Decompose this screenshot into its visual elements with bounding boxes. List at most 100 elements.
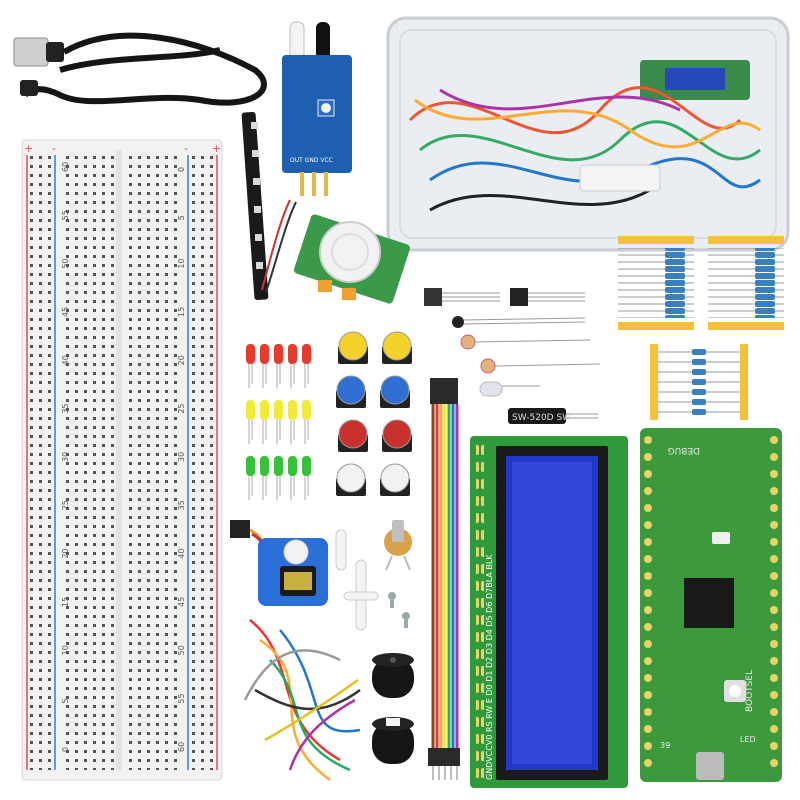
pico-pad [644, 504, 652, 512]
pico-pad [770, 742, 778, 750]
pico-pad [644, 538, 652, 546]
pico-pad [770, 555, 778, 563]
pico-pad [644, 589, 652, 597]
row-number-left: 45 [61, 307, 70, 317]
row-number-right: 55 [177, 693, 186, 703]
led [288, 456, 297, 476]
led [246, 456, 255, 476]
pico-pad [644, 640, 652, 648]
pico-pad [644, 657, 652, 665]
led [260, 400, 269, 420]
row-number-right: 60 [177, 742, 186, 752]
pico-debug-label: DEBUG [668, 445, 700, 455]
row-number-left: 60 [61, 162, 70, 172]
pico-pad [644, 555, 652, 563]
led [302, 456, 311, 476]
pico-pad [644, 674, 652, 682]
pico-pad [644, 623, 652, 631]
pico-pad [770, 623, 778, 631]
pico-pad [770, 759, 778, 767]
pico-pad [770, 708, 778, 716]
row-number-right: 15 [177, 307, 186, 317]
led [288, 344, 297, 364]
pico-pad [770, 725, 778, 733]
row-number-right: 5 [177, 215, 186, 220]
ir-sensor: OUT GND VCC [282, 21, 352, 196]
pico-pad [770, 470, 778, 478]
servo-horns [335, 529, 379, 631]
rail-plus-right: + [212, 142, 221, 155]
row-number-right: 40 [177, 548, 186, 558]
row-number-left: 25 [61, 500, 70, 510]
row-number-right: 0 [177, 167, 186, 172]
button-cap [382, 419, 412, 449]
transistors [424, 288, 601, 397]
led [246, 344, 255, 364]
row-number-left: 35 [61, 403, 70, 413]
pico-pad [770, 691, 778, 699]
pico-pad [770, 521, 778, 529]
tilt-switch: SW-520D SW [508, 408, 598, 424]
pico-pad [770, 674, 778, 682]
pico-pad [770, 453, 778, 461]
pico-pad [644, 436, 652, 444]
pico-led-label: LED [740, 735, 756, 744]
led [302, 400, 311, 420]
rail-minus-left: - [52, 142, 56, 155]
led-set [246, 344, 311, 500]
pico-pad [644, 487, 652, 495]
row-number-left: 15 [61, 597, 70, 607]
pico-pad [770, 589, 778, 597]
pico-pad [770, 572, 778, 580]
row-number-right: 45 [177, 597, 186, 607]
led [246, 400, 255, 420]
row-number-right: 10 [177, 258, 186, 268]
button-cap [338, 419, 368, 449]
row-number-right: 30 [177, 452, 186, 462]
lcd-module: GNDVCCV0 RS RW E D0 D1 D2 D3 D4 D5 D6 D7… [470, 436, 628, 788]
row-number-right: 35 [177, 500, 186, 510]
rail-minus-right: - [184, 142, 188, 155]
pico-pad [644, 453, 652, 461]
button-cap [380, 463, 410, 493]
button-cap [382, 331, 412, 361]
led [274, 344, 283, 364]
led-strip [241, 111, 297, 301]
push-button-set [336, 331, 412, 496]
resistor-pack-3 [650, 344, 748, 420]
row-number-left: 0 [61, 747, 70, 752]
pico-pad [770, 504, 778, 512]
pico-pad [770, 436, 778, 444]
pico-pad [644, 606, 652, 614]
led [260, 344, 269, 364]
button-cap [336, 375, 366, 405]
led [288, 400, 297, 420]
led [274, 456, 283, 476]
lcd-pin-labels: GNDVCCV0 RS RW E D0 D1 D2 D3 D4 D5 D6 D7… [485, 554, 494, 780]
screws [388, 592, 410, 628]
jumper-wire-bundle [243, 619, 361, 782]
potentiometer [384, 520, 412, 571]
pir-sensor [294, 214, 410, 304]
servo-motor [230, 520, 328, 606]
rail-plus-left: + [24, 142, 33, 155]
row-number-left: 50 [61, 258, 70, 268]
pico-pad [644, 572, 652, 580]
led [302, 344, 311, 364]
buzzer-2 [372, 717, 414, 764]
usb-cable [13, 32, 267, 106]
row-number-left: 10 [61, 645, 70, 655]
pico-pad [644, 521, 652, 529]
pico-board: DEBUG BOOTSEL LED 39 [640, 428, 782, 782]
row-number-left: 5 [61, 699, 70, 704]
button-cap [336, 463, 366, 493]
pico-pad [770, 657, 778, 665]
storage-box [386, 16, 790, 252]
ir-sensor-pin-labels: OUT GND VCC [290, 157, 333, 164]
button-cap [338, 331, 368, 361]
pico-pad [644, 708, 652, 716]
